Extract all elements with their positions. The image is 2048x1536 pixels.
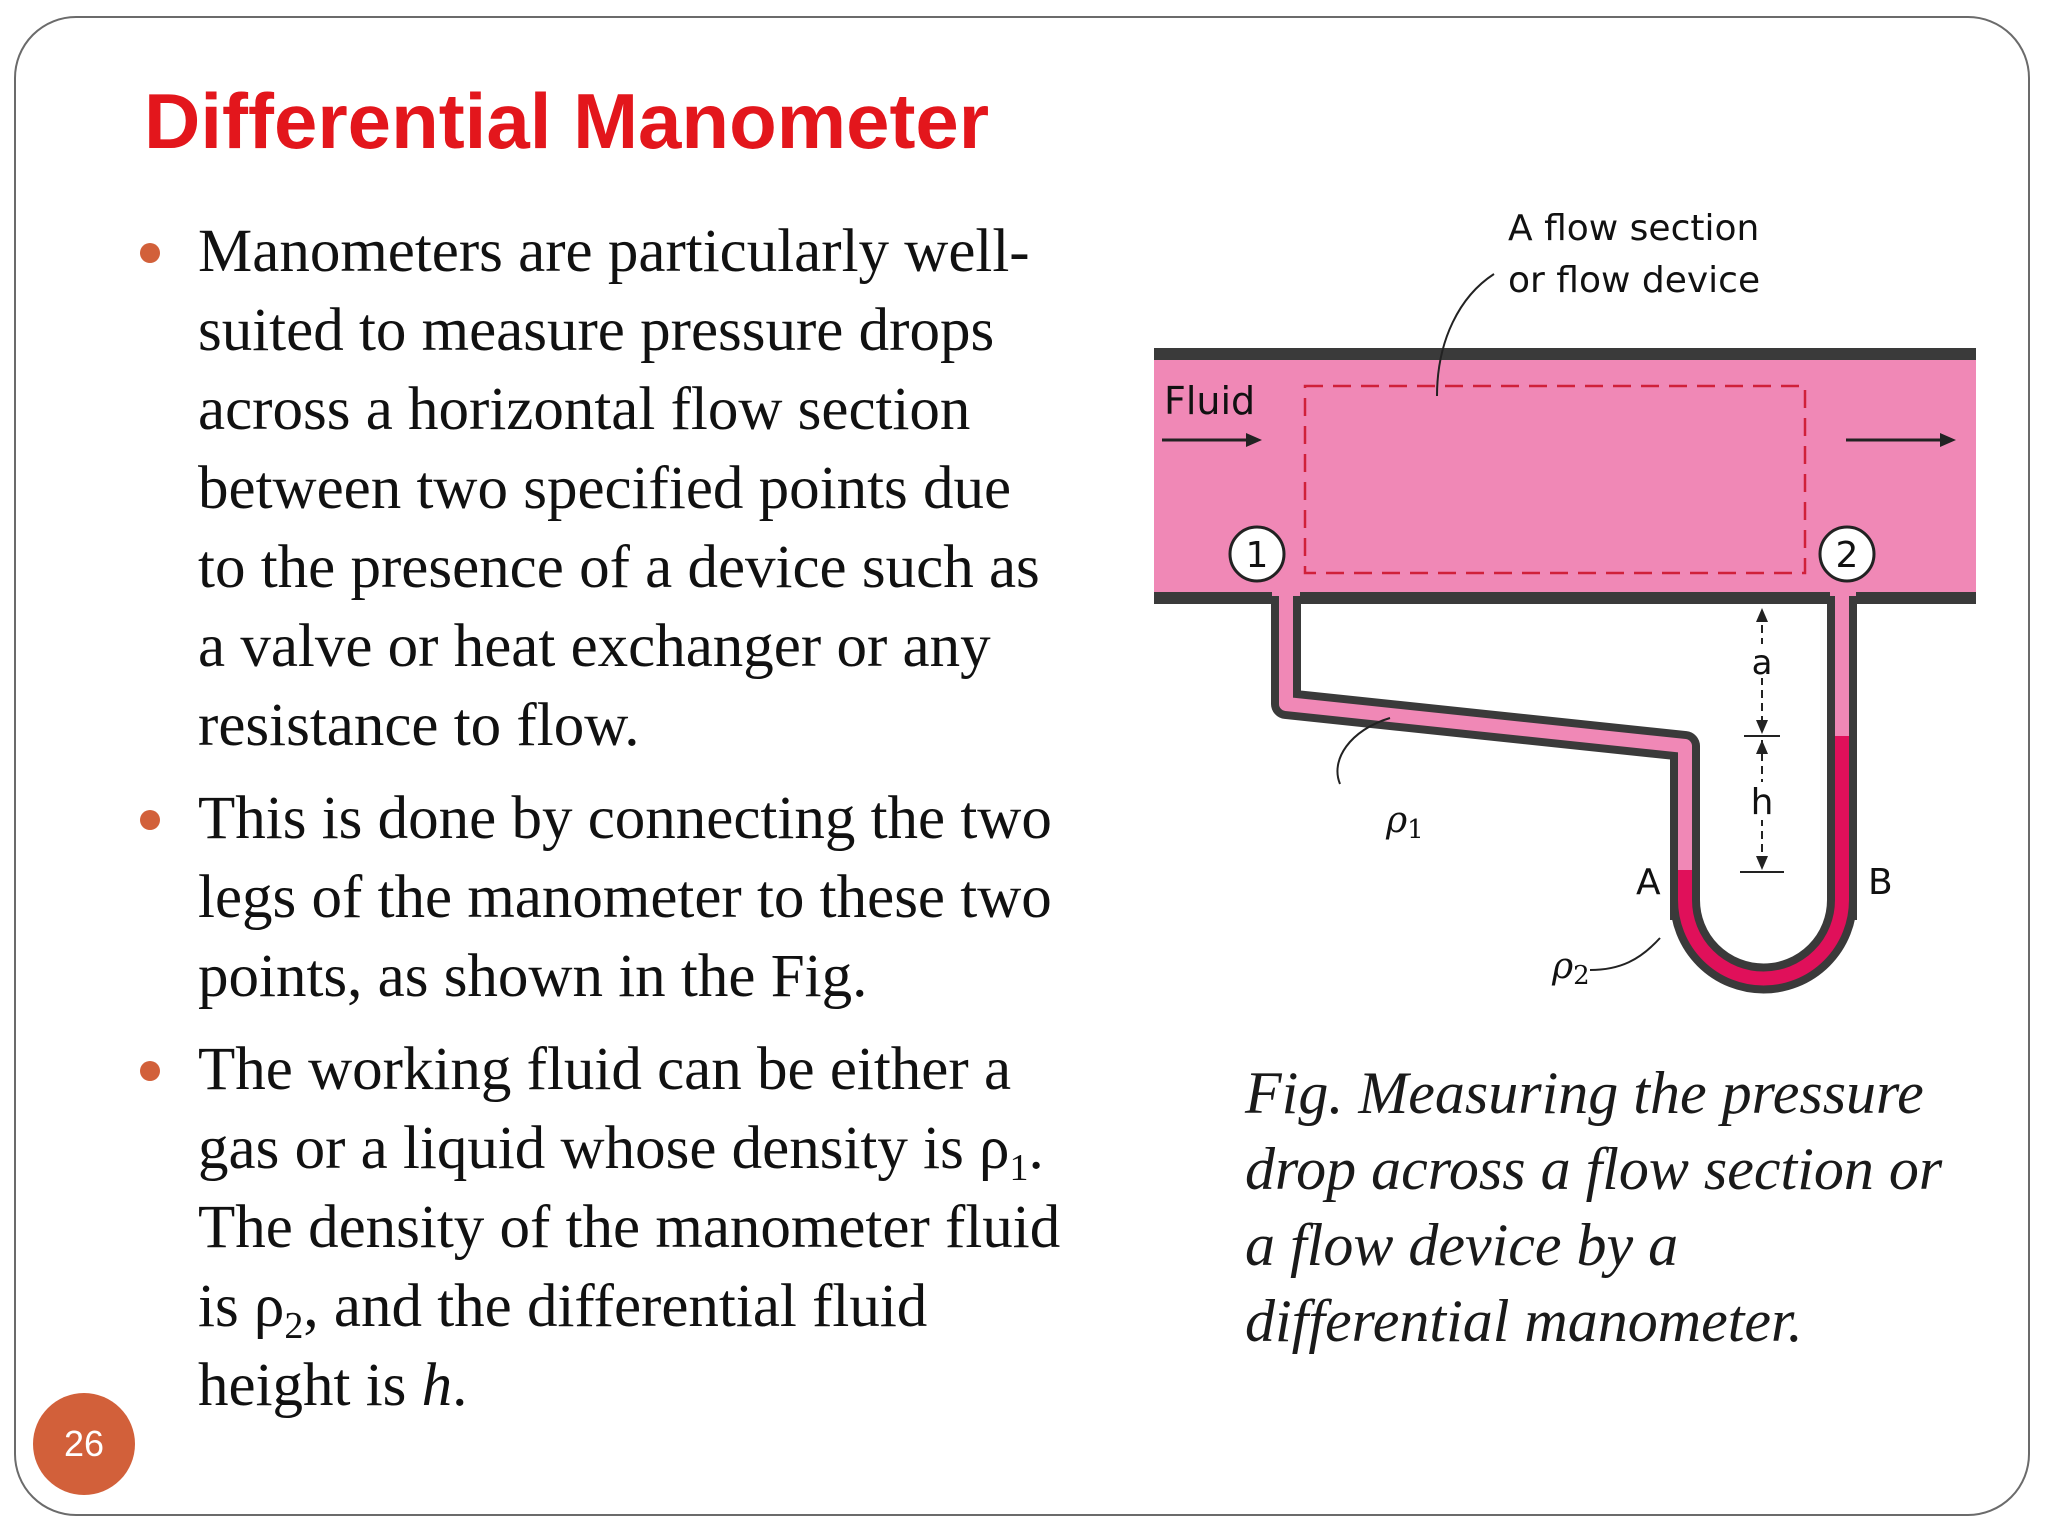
bullet-line: across a horizontal flow section — [198, 376, 971, 443]
caption-line: a flow device by a — [1245, 1212, 1679, 1278]
bullet-text: . — [452, 1352, 468, 1419]
dim-h-arrow-bottom-icon — [1756, 856, 1768, 870]
manometer-fluid — [1678, 736, 1849, 986]
bullet-line: a valve or heat exchanger or any — [198, 613, 991, 680]
bullet-line: height is h. — [198, 1346, 1140, 1425]
bullet-text: , and the differential fluid — [303, 1273, 928, 1340]
subscript: 2 — [284, 1305, 304, 1347]
rho1-subscript: 1 — [1407, 815, 1424, 845]
point-2-label: 2 — [1836, 535, 1859, 576]
rho1-symbol: ρ — [1385, 800, 1407, 841]
pipe-wall-bottom-mid — [1300, 592, 1830, 604]
bullet-line: is ρ2, and the differential fluid — [198, 1267, 1140, 1346]
subscript: 1 — [1009, 1147, 1029, 1189]
flow-section-label-line1: A flow section — [1508, 208, 1759, 249]
bullet-line: gas or a liquid whose density is ρ1. — [198, 1109, 1140, 1188]
variable-h: h — [421, 1352, 453, 1419]
fluid-label: Fluid — [1164, 379, 1255, 423]
bullet-line: resistance to flow. — [198, 692, 640, 759]
flow-arrow-right-icon — [1940, 433, 1956, 447]
left-tube-fluid — [1279, 596, 1692, 920]
bullet-dot-icon — [140, 810, 160, 830]
caption-line: Fig. Measuring the pressure — [1245, 1060, 1924, 1126]
dim-h-arrow-top-icon — [1756, 740, 1768, 754]
flow-section-box — [1303, 384, 1807, 575]
bullet-line: suited to measure pressure drops — [198, 297, 995, 364]
pipe-wall-bottom-left — [1154, 592, 1272, 604]
slide-title: Differential Manometer — [144, 77, 990, 165]
bullet-dot-icon — [140, 243, 160, 263]
bullet-text: . — [1028, 1115, 1044, 1182]
dim-a-label-bg — [1752, 644, 1772, 678]
bullet-line: legs of the manometer to these two — [198, 864, 1052, 931]
bullet-dot-icon — [140, 1061, 160, 1081]
bullet-text: is ρ — [198, 1273, 285, 1340]
dim-a-arrow-top-icon — [1756, 608, 1768, 622]
page-number-badge: 26 — [33, 1393, 135, 1495]
point-2-marker — [1818, 525, 1876, 583]
manometer-diagram: a h 1 2 A flow section or flow device Fl… — [1154, 208, 1976, 994]
rho2-leader — [1589, 937, 1661, 971]
caption-line: differential manometer. — [1245, 1288, 1803, 1354]
pipe-wall-bottom-right — [1856, 592, 1976, 604]
bullet-line: Manometers are particularly well- — [198, 218, 1030, 285]
flow-section-label-line2: or flow device — [1508, 260, 1760, 301]
bullet-text: gas or a liquid whose density is ρ — [198, 1115, 1010, 1182]
dim-a-arrow-bottom-icon — [1756, 720, 1768, 734]
left-tube-wall — [1271, 596, 1700, 920]
point-1-marker — [1228, 525, 1286, 583]
point-1-label: 1 — [1246, 535, 1269, 576]
label-A: A — [1636, 862, 1661, 903]
bullet-item: Manometers are particularly well- suited… — [140, 212, 1140, 765]
rho2-label: ρ2 — [1551, 946, 1590, 991]
bullet-item: This is done by connecting the two legs … — [140, 779, 1140, 1016]
bullet-line: The density of the manometer fluid — [198, 1194, 1061, 1261]
rho1-leader — [1336, 717, 1391, 785]
flow-section-leader — [1436, 273, 1495, 397]
dim-h-label-bg — [1752, 782, 1772, 820]
label-B: B — [1868, 862, 1893, 903]
figure-caption: Fig. Measuring the pressure drop across … — [1245, 1055, 2005, 1359]
bullet-item: The working fluid can be either a gas or… — [140, 1030, 1140, 1425]
bullet-line: between two specified points due — [198, 455, 1012, 522]
pipe-wall-top — [1154, 348, 1976, 360]
bullet-line: points, as shown in the Fig. — [198, 943, 868, 1010]
bullet-line: The working fluid can be either a — [198, 1036, 1012, 1103]
rho2-subscript: 2 — [1573, 961, 1590, 991]
caption-line: drop across a flow section or — [1245, 1136, 1943, 1202]
bullet-text: height is — [198, 1352, 422, 1419]
label-h: h — [1751, 782, 1774, 823]
rho1-label: ρ1 — [1385, 800, 1424, 845]
u-bend-wall — [1670, 899, 1857, 994]
label-a: a — [1752, 643, 1773, 683]
bullet-line: This is done by connecting the two — [198, 785, 1052, 852]
flow-arrow-left-icon — [1246, 433, 1262, 447]
rho2-symbol: ρ — [1551, 946, 1573, 987]
bullet-list: Manometers are particularly well- suited… — [140, 212, 1140, 1439]
bullet-line: to the presence of a device such as — [198, 534, 1040, 601]
